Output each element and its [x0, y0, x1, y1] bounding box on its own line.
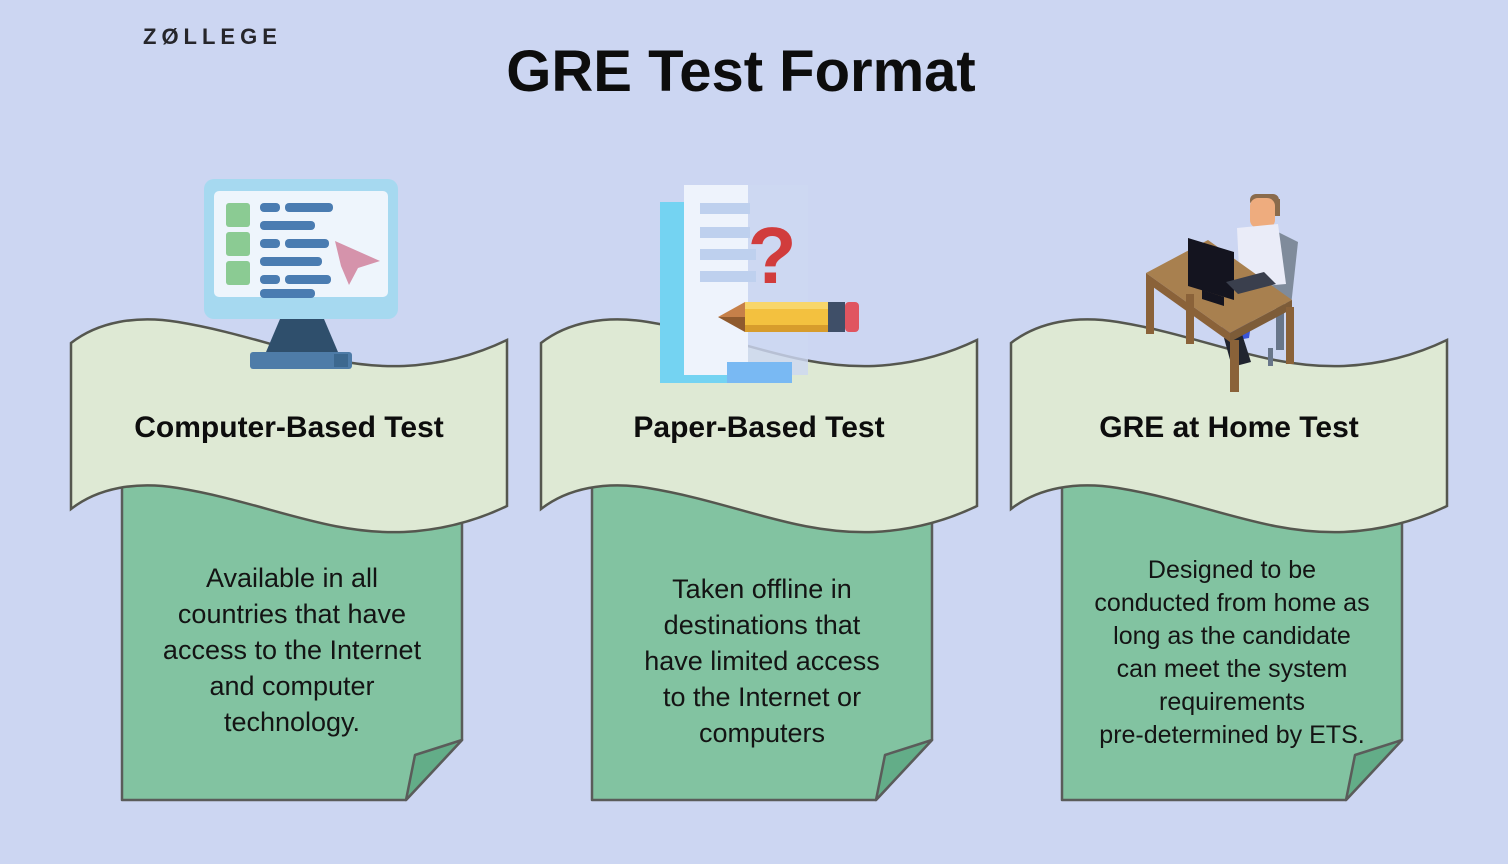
page-title: GRE Test Format — [506, 39, 976, 104]
desk-monitor — [1188, 238, 1234, 300]
ribbon-banner — [69, 318, 509, 534]
description-paper-based: Taken offline in destinations that have … — [644, 574, 880, 748]
banner-label-computer-based: Computer-Based Test — [134, 411, 444, 444]
paper-question-pencil-icon: ? — [660, 185, 859, 383]
ribbon-banner — [1009, 318, 1449, 534]
pencil-icon — [718, 302, 859, 332]
brand-logo: ZØLLEGE — [143, 24, 282, 49]
cursor-arrow-icon — [335, 241, 380, 285]
banner-label-gre-at-home: GRE at Home Test — [1099, 411, 1359, 444]
description-computer-based: Available in all countries that have acc… — [162, 563, 422, 737]
folded-corner — [1344, 738, 1404, 802]
question-mark-glyph: ? — [748, 211, 797, 300]
folded-corner — [404, 738, 464, 802]
folded-corner — [874, 738, 934, 802]
person-at-desk-icon — [1146, 194, 1298, 392]
green-note-card — [120, 466, 464, 802]
banner-label-paper-based: Paper-Based Test — [633, 411, 885, 444]
description-gre-at-home: Designed to be conducted from home as lo… — [1094, 556, 1370, 749]
keyboard — [1226, 272, 1276, 294]
computer-monitor-icon — [204, 179, 398, 369]
